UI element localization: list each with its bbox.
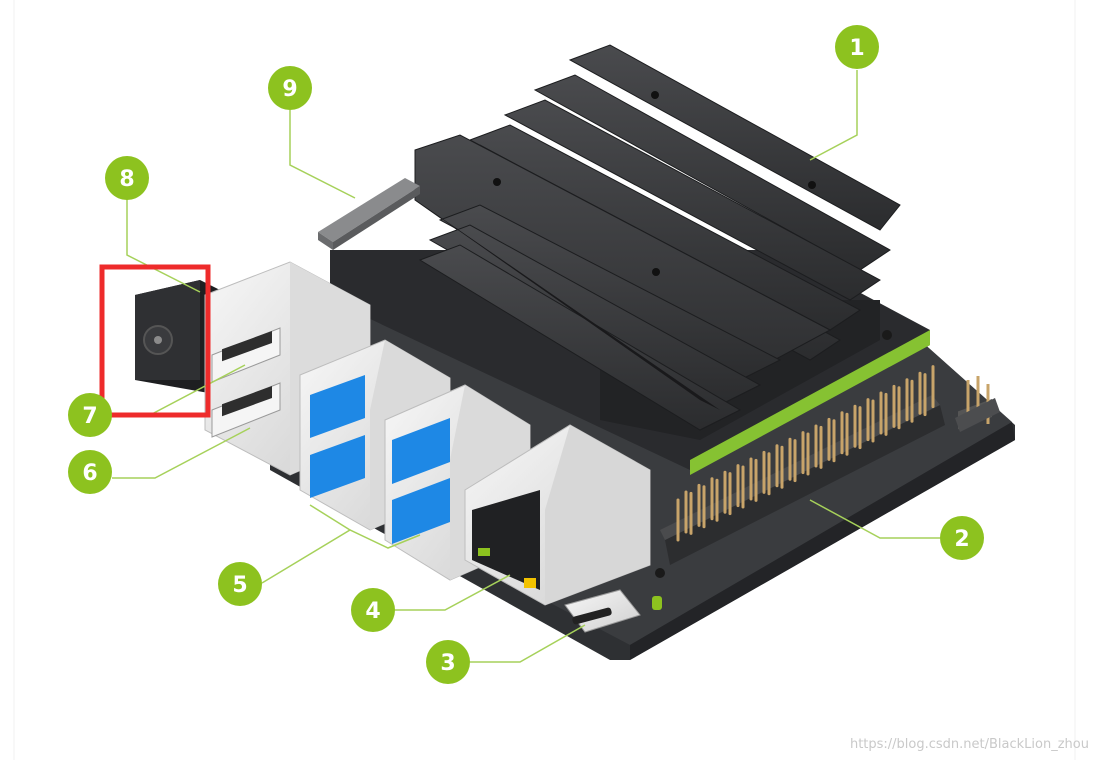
highlight-box	[99, 264, 211, 418]
callout-7: 7	[68, 393, 112, 437]
callout-1: 1	[835, 25, 879, 69]
callout-6: 6	[68, 450, 112, 494]
callout-6-number: 6	[82, 461, 97, 486]
leader-lines	[112, 70, 940, 663]
leader-line-2	[809, 499, 940, 539]
leader-line-6	[112, 427, 251, 479]
callout-9: 9	[268, 66, 312, 110]
leader-line-9	[289, 110, 356, 199]
mounting-hole	[655, 568, 665, 578]
gpio-header	[660, 365, 945, 565]
leader-line-4	[395, 574, 511, 611]
callout-2: 2	[940, 516, 984, 560]
ethernet-port	[464, 424, 651, 606]
callout-5-number: 5	[232, 573, 247, 598]
callout-7-number: 7	[82, 404, 97, 429]
leader-line-8	[126, 198, 201, 293]
side-pin-header	[955, 376, 1000, 432]
jetson-module-heatsink	[330, 44, 930, 475]
callout-8: 8	[105, 156, 149, 200]
camera-connector	[318, 178, 420, 250]
callout-8-number: 8	[119, 167, 134, 192]
power-led	[652, 596, 662, 610]
callout-3: 3	[426, 640, 470, 684]
mounting-hole	[882, 330, 892, 340]
callout-2-number: 2	[954, 527, 969, 552]
leader-line-5b	[309, 504, 351, 531]
leader-line-5	[261, 529, 421, 584]
callout-9-number: 9	[282, 77, 297, 102]
callout-4-number: 4	[365, 599, 380, 624]
dc-barrel-jack	[135, 280, 220, 395]
callout-5: 5	[218, 562, 262, 606]
watermark-text: https://blog.csdn.net/BlackLion_zhou	[849, 737, 1089, 752]
callout-3-number: 3	[440, 651, 455, 676]
callout-4: 4	[351, 588, 395, 632]
leader-line-1	[809, 70, 858, 161]
callout-1-number: 1	[849, 36, 864, 61]
leader-line-3	[470, 624, 586, 663]
micro-usb-port	[564, 589, 641, 633]
